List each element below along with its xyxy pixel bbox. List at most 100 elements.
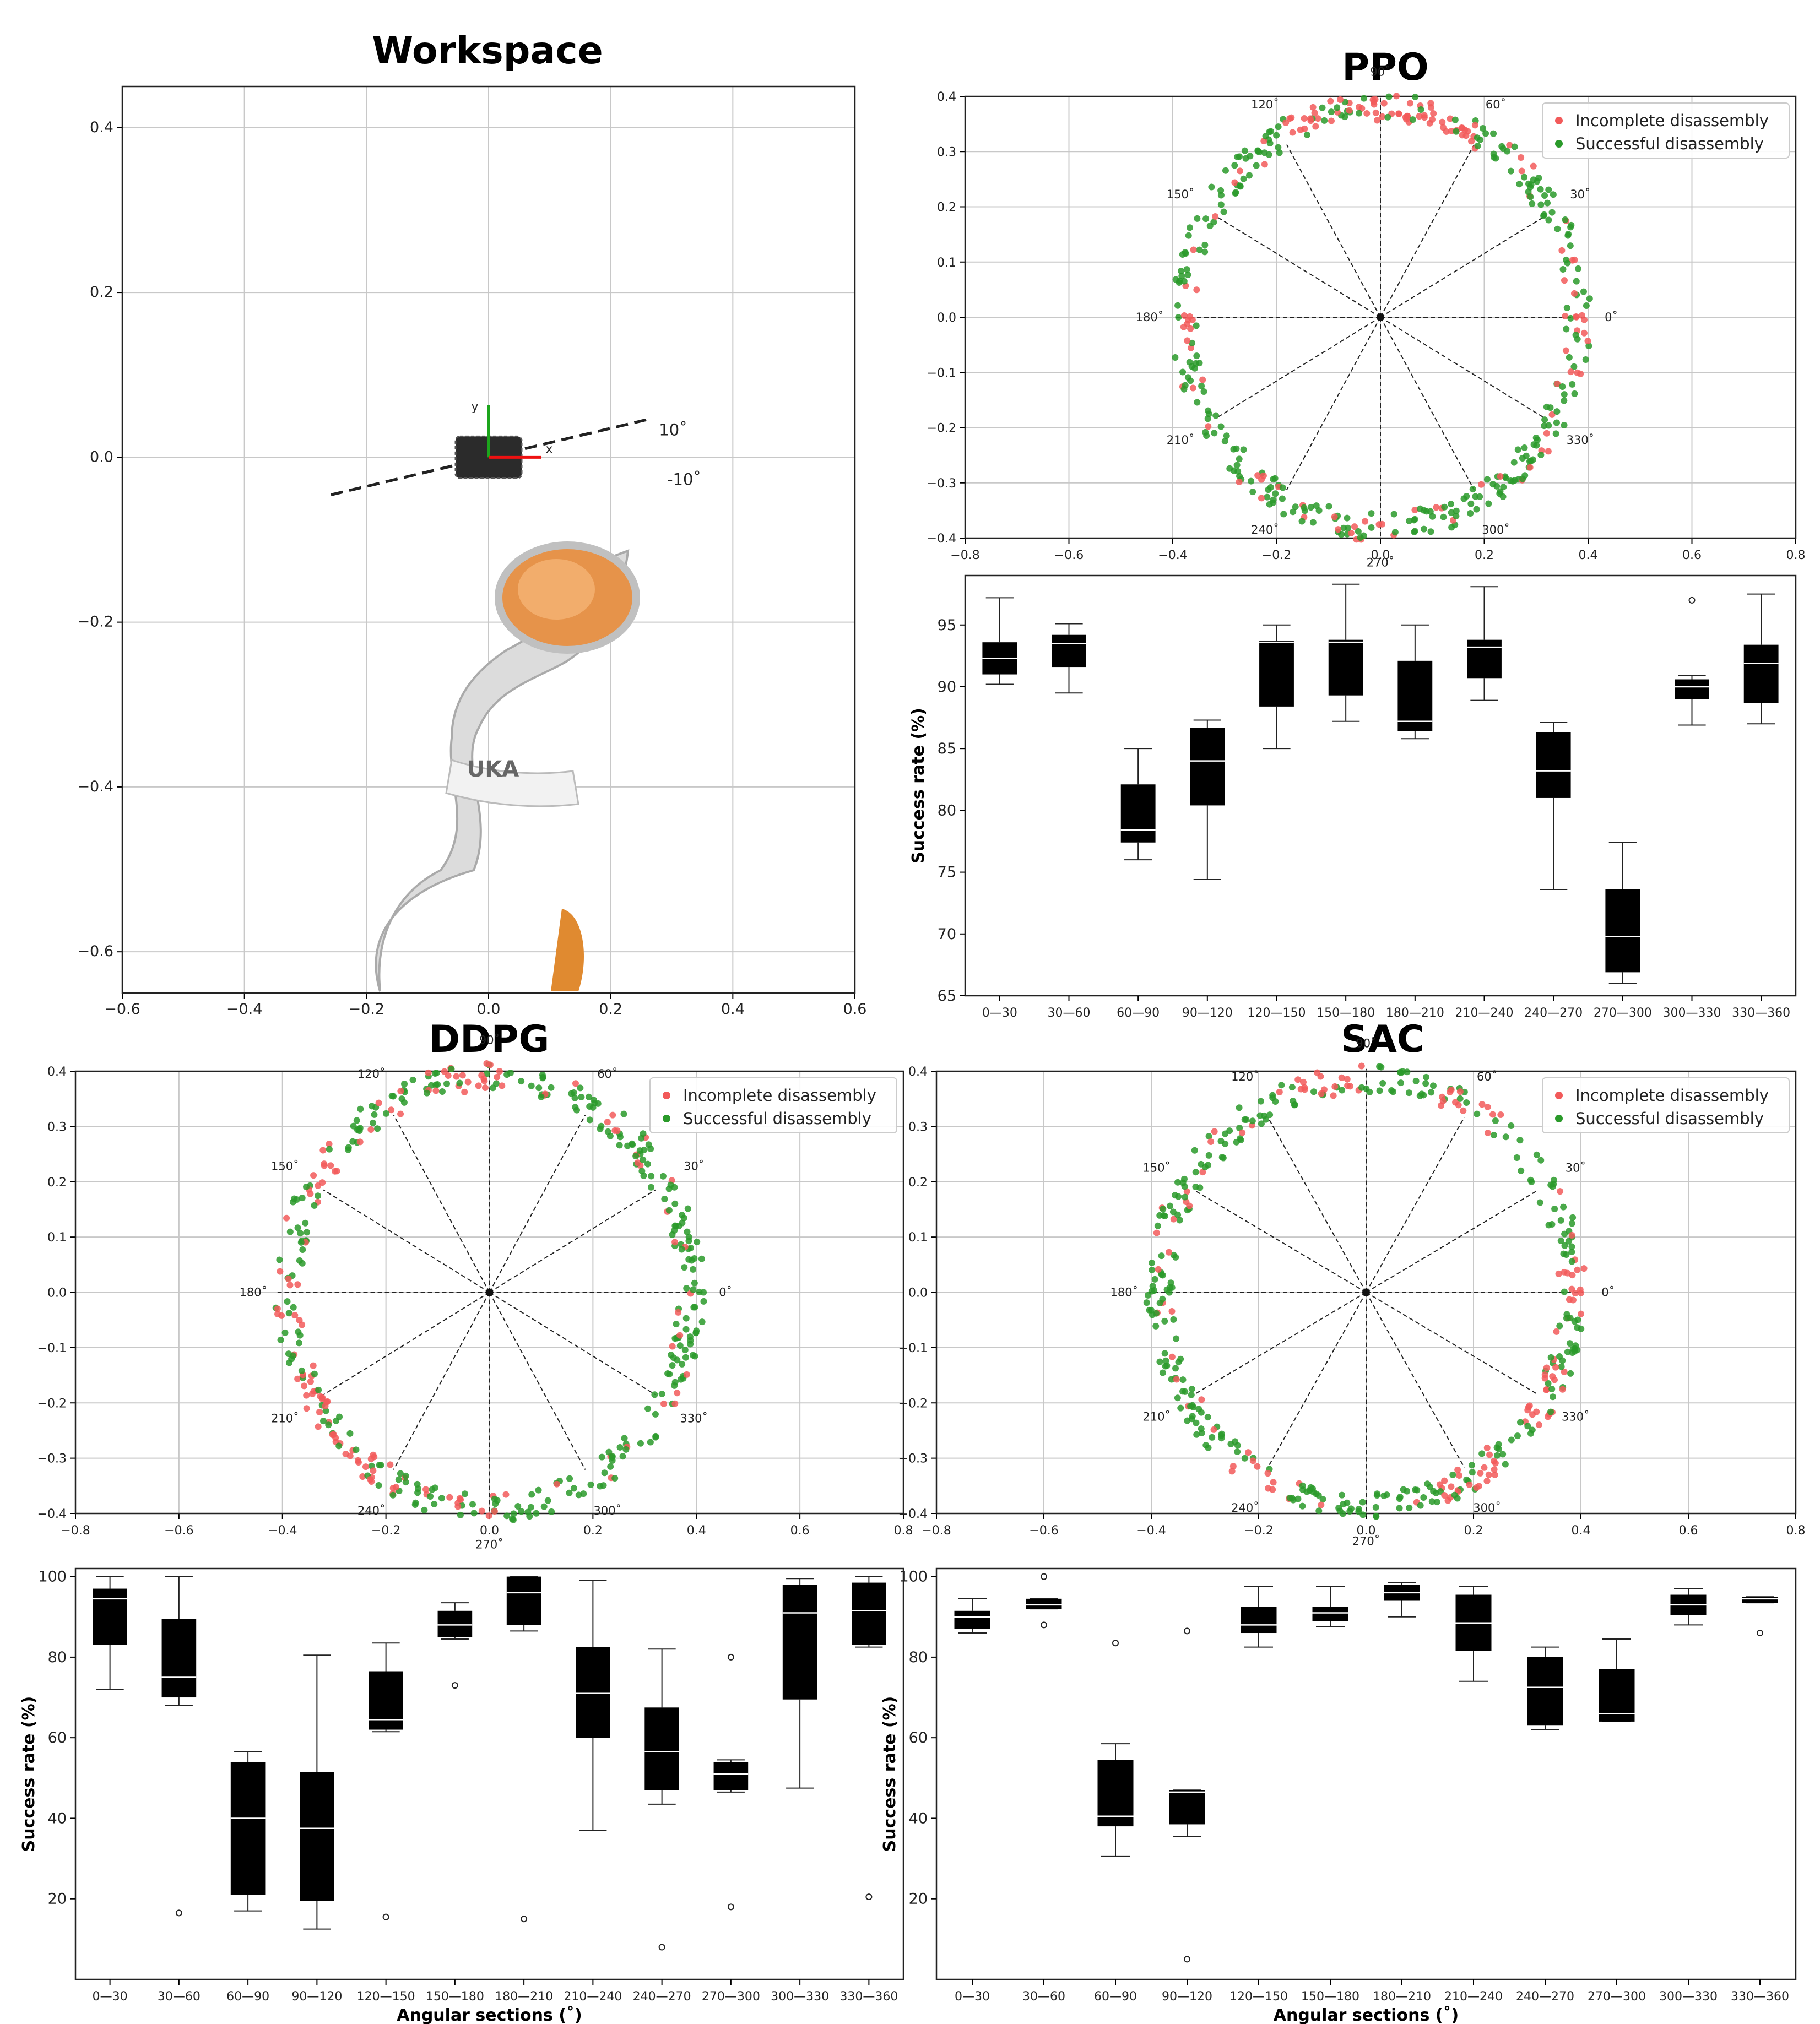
incomplete-point xyxy=(1212,213,1219,220)
successful-point xyxy=(685,1238,692,1245)
successful-point xyxy=(1177,1404,1184,1412)
successful-point xyxy=(1183,266,1190,273)
y-tick-label: 40 xyxy=(909,1810,928,1827)
successful-point xyxy=(698,1255,705,1262)
successful-point xyxy=(1561,397,1568,404)
successful-point xyxy=(1201,1164,1209,1171)
incomplete-point xyxy=(669,1343,676,1350)
successful-point xyxy=(1149,1266,1156,1273)
successful-point xyxy=(570,1485,577,1492)
incomplete-point xyxy=(324,1398,331,1405)
incomplete-point xyxy=(1184,321,1191,328)
incomplete-point xyxy=(1542,1386,1550,1393)
x-tick-label: 240—270 xyxy=(633,1990,691,2004)
incomplete-point xyxy=(1569,1272,1576,1279)
successful-point xyxy=(1358,1084,1365,1091)
successful-point xyxy=(1428,1498,1436,1505)
successful-point xyxy=(1241,147,1248,154)
successful-point xyxy=(353,1117,360,1124)
successful-point xyxy=(1391,529,1399,536)
successful-point xyxy=(648,1184,655,1191)
angle-label-plus10: 10˚ xyxy=(659,420,687,439)
successful-point xyxy=(1514,1432,1521,1440)
successful-point xyxy=(375,1482,382,1489)
successful-point xyxy=(1423,1073,1430,1081)
angle-label: 0˚ xyxy=(1605,311,1618,324)
successful-point xyxy=(1270,499,1277,506)
successful-point xyxy=(1516,1137,1524,1144)
incomplete-point xyxy=(683,1371,690,1378)
successful-point xyxy=(644,1405,652,1412)
incomplete-point xyxy=(1454,1466,1461,1473)
successful-point xyxy=(469,1501,476,1508)
box-iqr xyxy=(230,1762,266,1895)
incomplete-point xyxy=(1301,115,1308,122)
incomplete-point xyxy=(1580,316,1588,323)
successful-point xyxy=(1334,104,1341,111)
successful-point xyxy=(1511,143,1518,150)
incomplete-point xyxy=(1207,1138,1215,1146)
incomplete-point xyxy=(294,1375,301,1382)
successful-point xyxy=(1567,242,1574,249)
successful-point xyxy=(544,1497,551,1504)
incomplete-point xyxy=(1186,1202,1193,1209)
x-tick-label: −0.2 xyxy=(1262,549,1291,562)
incomplete-point xyxy=(1335,526,1342,533)
x-tick-label: 0—30 xyxy=(93,1990,128,2004)
radial-line xyxy=(1380,144,1475,318)
successful-point xyxy=(691,1255,698,1262)
successful-point xyxy=(691,1304,698,1311)
x-tick-label: −0.4 xyxy=(1136,1524,1166,1538)
radial-line xyxy=(1267,1117,1367,1293)
incomplete-point xyxy=(1486,1451,1493,1458)
successful-point xyxy=(1201,248,1209,256)
successful-point xyxy=(1152,1322,1160,1330)
x-tick-label: 300—330 xyxy=(1659,1990,1718,2004)
successful-point xyxy=(409,1076,416,1083)
incomplete-point xyxy=(1554,380,1561,387)
incomplete-point xyxy=(1427,100,1434,107)
y-tick-label: 95 xyxy=(938,617,956,634)
angle-label: 240˚ xyxy=(1231,1501,1259,1515)
successful-point xyxy=(398,1095,405,1103)
successful-point xyxy=(1173,1335,1180,1342)
successful-point xyxy=(679,1360,686,1368)
incomplete-point xyxy=(294,1281,301,1288)
incomplete-point xyxy=(1452,1099,1459,1106)
incomplete-point xyxy=(1535,1421,1542,1429)
successful-point xyxy=(1210,219,1217,226)
y-tick-label: 0.2 xyxy=(90,284,113,301)
successful-point xyxy=(1292,503,1299,511)
successful-point xyxy=(389,1491,397,1499)
successful-point xyxy=(1168,1376,1175,1383)
successful-point xyxy=(1559,1357,1566,1364)
successful-point xyxy=(533,1510,540,1517)
angle-label: 300˚ xyxy=(1482,523,1510,536)
successful-point xyxy=(1456,1095,1464,1102)
successful-point xyxy=(1400,1486,1407,1493)
radial-line xyxy=(1217,217,1381,318)
successful-point xyxy=(682,1354,689,1361)
successful-point xyxy=(619,1453,626,1460)
box-iqr xyxy=(437,1610,473,1637)
successful-point xyxy=(1179,251,1186,258)
successful-point xyxy=(597,1483,604,1490)
incomplete-point xyxy=(1190,246,1197,253)
angle-label: 0˚ xyxy=(1601,1286,1615,1299)
successful-point xyxy=(1233,1138,1240,1146)
successful-point xyxy=(514,1503,522,1510)
incomplete-point xyxy=(634,1159,641,1166)
successful-point xyxy=(1521,173,1528,181)
successful-point xyxy=(1313,1490,1320,1497)
legend-box xyxy=(1542,1077,1790,1133)
x-tick-label: 30—60 xyxy=(158,1990,201,2004)
incomplete-point xyxy=(1433,504,1440,511)
successful-point xyxy=(421,1506,428,1513)
successful-point xyxy=(1148,1288,1155,1295)
plot-frame xyxy=(121,85,856,994)
y-tick-label: 0.1 xyxy=(47,1231,67,1245)
successful-point xyxy=(586,1116,593,1124)
successful-point xyxy=(1476,493,1483,500)
successful-point xyxy=(294,1224,301,1231)
